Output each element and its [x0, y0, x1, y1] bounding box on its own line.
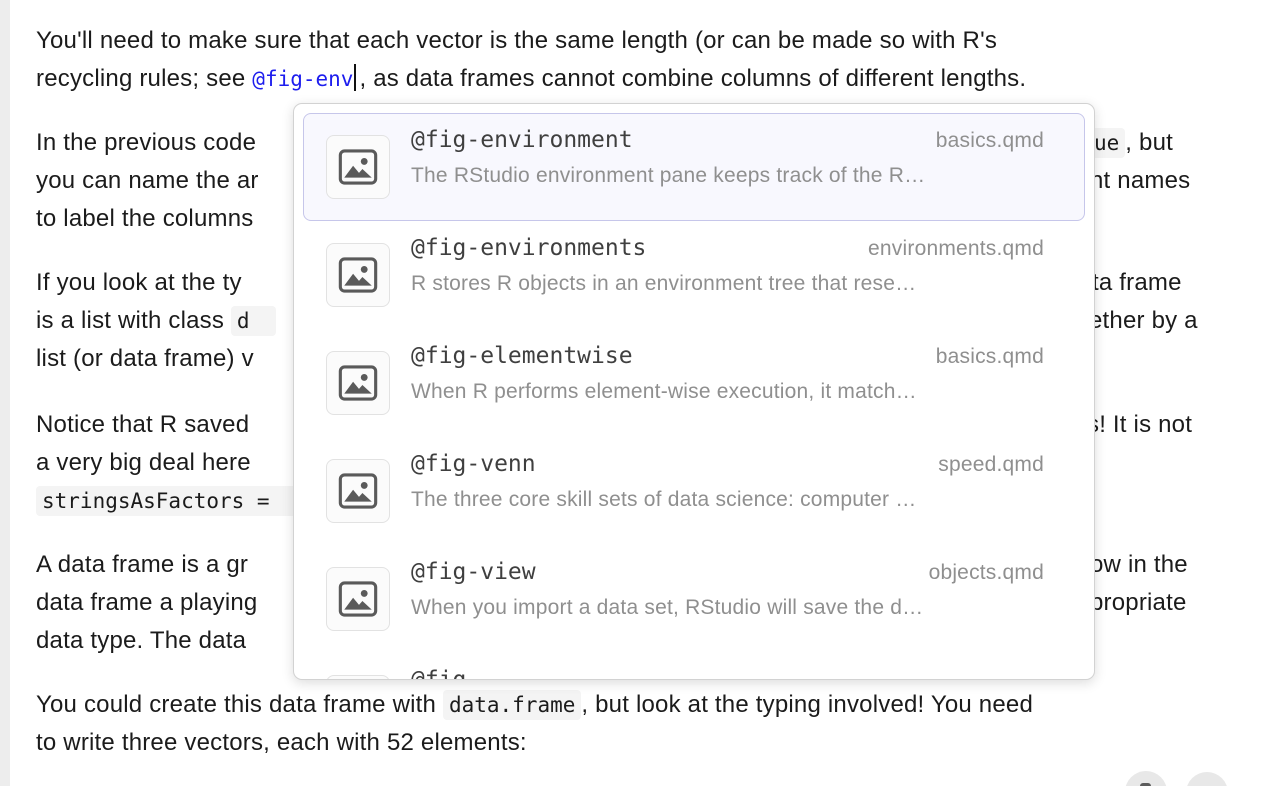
completion-ref-label: @fig-environments [411, 235, 647, 261]
image-icon [326, 351, 390, 415]
paragraph-line: you can name the ar [36, 162, 259, 200]
paragraph-line: ue, but [1088, 124, 1173, 162]
completion-ref-label: @fig-venn [411, 451, 536, 477]
body-text: In the previous code [36, 129, 257, 156]
body-text: to label the columns [36, 205, 254, 232]
body-text: , as data frames cannot combine columns … [359, 65, 1027, 92]
body-text: a very big deal here [36, 449, 251, 476]
body-text: ow in the [1090, 551, 1188, 578]
completion-item-fig-view[interactable]: @fig-view objects.qmd When you import a d… [303, 545, 1085, 653]
body-text: If you look at the ty [36, 269, 242, 296]
body-text: list (or data frame) v [36, 345, 254, 372]
image-icon [326, 135, 390, 199]
paragraph-line: You'll need to make sure that each vecto… [36, 22, 997, 60]
image-icon [326, 243, 390, 307]
image-icon [326, 567, 390, 631]
body-text: Notice that R saved [36, 411, 250, 438]
body-text: s! It is not [1087, 411, 1193, 438]
floating-circular-button-right[interactable] [1186, 772, 1228, 786]
floating-circular-button-left[interactable] [1125, 771, 1167, 786]
body-text: nt names [1090, 167, 1191, 194]
paragraph-line: s! It is not [1087, 406, 1192, 444]
body-text: , but [1125, 129, 1173, 156]
paragraph-line: You could create this data frame with da… [36, 686, 1033, 724]
body-text: ether by a [1089, 307, 1198, 334]
completion-file-label: basics.qmd [935, 129, 1044, 152]
paragraph-line: is a list with class d [36, 302, 276, 340]
body-text: recycling rules; see [36, 65, 253, 92]
paragraph-line: recycling rules; see @fig-env, as data f… [36, 60, 1026, 98]
body-text: data frame a playing [36, 589, 258, 616]
image-icon [326, 675, 390, 679]
completion-file-label: environments.qmd [868, 237, 1044, 260]
paragraph-line: data type. The data [36, 622, 246, 660]
body-text: You could create this data frame with [36, 691, 443, 718]
completion-ref-label: @fig-environment [411, 127, 633, 153]
completion-description: The RStudio environment pane keeps track… [411, 164, 926, 187]
paragraph-line: propriate [1090, 584, 1187, 622]
paragraph-line: Notice that R saved [36, 406, 249, 444]
body-text: is a list with class [36, 307, 231, 334]
crossref-autocomplete-popup: @fig-environment basics.qmd The RStudio e… [293, 103, 1095, 680]
image-icon [326, 459, 390, 523]
completion-description: R stores R objects in an environment tre… [411, 272, 917, 295]
inline-code: stringsAsFactors = [36, 486, 296, 516]
body-text: propriate [1090, 589, 1187, 616]
paragraph-line: A data frame is a gr [36, 546, 248, 584]
completion-description: The three core skill sets of data scienc… [411, 488, 917, 511]
completion-item-partial[interactable]: @fig- [303, 653, 1085, 680]
completion-ref-label: @fig-view [411, 559, 536, 585]
paragraph-line: nt names [1090, 162, 1190, 200]
completion-ref-label: @fig-elementwise [411, 343, 633, 369]
completion-description: When you import a data set, RStudio will… [411, 596, 924, 619]
completion-item-fig-elementwise[interactable]: @fig-elementwise basics.qmd When R perfor… [303, 329, 1085, 437]
completion-item-fig-venn[interactable]: @fig-venn speed.qmd The three core skill … [303, 437, 1085, 545]
completion-file-label: basics.qmd [935, 345, 1044, 368]
body-text: A data frame is a gr [36, 551, 249, 578]
text-cursor [354, 64, 357, 91]
inline-code: d [230, 306, 276, 336]
completion-ref-label: @fig- [411, 667, 481, 680]
paragraph-line: If you look at the ty [36, 264, 242, 302]
paragraph-line: to label the columns [36, 200, 253, 238]
paragraph-line: ow in the [1090, 546, 1188, 584]
body-text: ta frame [1092, 269, 1182, 296]
paragraph-line: list (or data frame) v [36, 340, 254, 378]
body-text: you can name the ar [36, 167, 259, 194]
editor-left-gutter [0, 0, 10, 786]
inline-code: data.frame [442, 690, 582, 720]
body-text: , but look at the typing involved! You n… [581, 691, 1033, 718]
completion-file-label: objects.qmd [928, 561, 1044, 584]
paragraph-line: In the previous code [36, 124, 256, 162]
paragraph-line: stringsAsFactors = [36, 482, 296, 520]
body-text: to write three vectors, each with 52 ele… [36, 729, 527, 756]
paragraph-line: ta frame [1092, 264, 1182, 302]
paragraph-line: data frame a playing [36, 584, 257, 622]
body-text: data type. The data [36, 627, 247, 654]
paragraph-line: to write three vectors, each with 52 ele… [36, 724, 527, 762]
completion-item-fig-environment[interactable]: @fig-environment basics.qmd The RStudio e… [303, 113, 1085, 221]
partial-icon [1140, 783, 1151, 786]
completion-item-fig-environments[interactable]: @fig-environments environments.qmd R stor… [303, 221, 1085, 329]
paragraph-line: a very big deal here [36, 444, 251, 482]
paragraph-line: ether by a [1089, 302, 1198, 340]
completion-description: When R performs element-wise execution, … [411, 380, 917, 403]
body-text: You'll need to make sure that each vecto… [36, 27, 998, 54]
crossref-input-text: @fig-env [252, 67, 354, 91]
completion-file-label: speed.qmd [938, 453, 1044, 476]
